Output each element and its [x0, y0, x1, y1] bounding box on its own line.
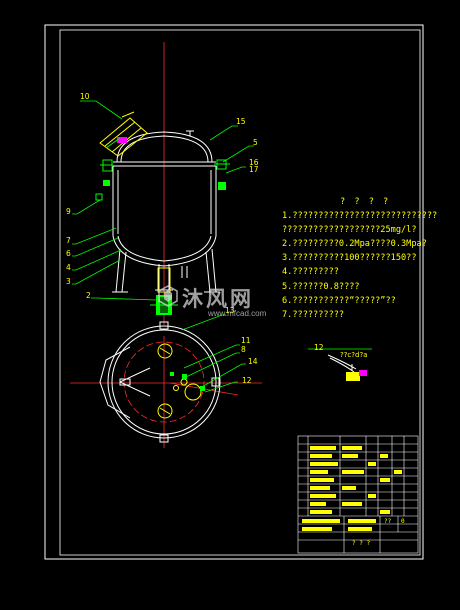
- note-line: 1.????????????????????????????: [282, 211, 438, 222]
- label-12: 12: [242, 376, 252, 385]
- note-line: ???????????????????25mg/l?: [282, 225, 417, 236]
- note-line: 2.?????????0.2Mpa????0.3Mpa?: [282, 239, 427, 250]
- label-2: 2: [86, 291, 91, 300]
- label-6: 6: [66, 249, 71, 258]
- detail-label-12: 12: [314, 343, 324, 352]
- vessel-plan-view: [99, 321, 221, 443]
- label-17: 17: [249, 165, 259, 174]
- scale-label: ??: [384, 518, 392, 525]
- label-8: 8: [241, 345, 246, 354]
- notes-title: ? ? ? ?: [340, 197, 391, 207]
- plan-nozzles: [157, 343, 202, 419]
- watermark-url: www.mfcad.com: [208, 309, 267, 318]
- plan-markers: [170, 372, 205, 391]
- title-block-name: ? ? ?: [352, 540, 370, 547]
- note-line: 5.??????0.8????: [282, 281, 360, 292]
- watermark-text: 沐风网: [182, 287, 254, 311]
- outer-border: [44, 24, 424, 560]
- watermark-logo-icon: [158, 285, 178, 307]
- vessel-elevation: [112, 130, 220, 293]
- label-9: 9: [66, 207, 71, 216]
- label-13: 13: [225, 306, 235, 315]
- detail-12: [308, 348, 372, 381]
- label-4: 4: [66, 263, 71, 272]
- inner-border: [59, 29, 421, 556]
- side-nozzles: [95, 159, 230, 201]
- note-line: 6.???????????“?????”??: [282, 295, 396, 306]
- label-3: 3: [66, 277, 71, 286]
- technical-notes: ? ? ? ? 1.???????????????????????????? ?…: [282, 195, 437, 322]
- scale-value: 0: [401, 518, 405, 525]
- label-11: 11: [241, 336, 251, 345]
- title-block-text: [302, 446, 402, 531]
- leader-lines: [72, 100, 254, 393]
- note-line: 7.??????????: [282, 309, 345, 320]
- detail-caption: ??c?d?a: [340, 351, 367, 359]
- label-10: 10: [80, 92, 90, 101]
- label-16: 16: [249, 158, 259, 167]
- label-5: 5: [253, 138, 258, 147]
- part-labels: 10 15 5 16 17 9 7 6 4 3 2 13 11 8 14 12 …: [66, 92, 324, 385]
- note-line: 3.??????????100??????150??: [282, 253, 417, 264]
- title-block: [297, 435, 419, 554]
- manway-hinge: [105, 137, 121, 149]
- label-14: 14: [248, 357, 258, 366]
- manway-cover: [99, 111, 148, 157]
- label-15: 15: [236, 117, 246, 126]
- note-line: 4.?????????: [282, 267, 339, 278]
- manway-nozzle: [117, 137, 127, 143]
- watermark: 沐风网 www.mfcad.com: [158, 283, 266, 318]
- label-7: 7: [66, 236, 71, 245]
